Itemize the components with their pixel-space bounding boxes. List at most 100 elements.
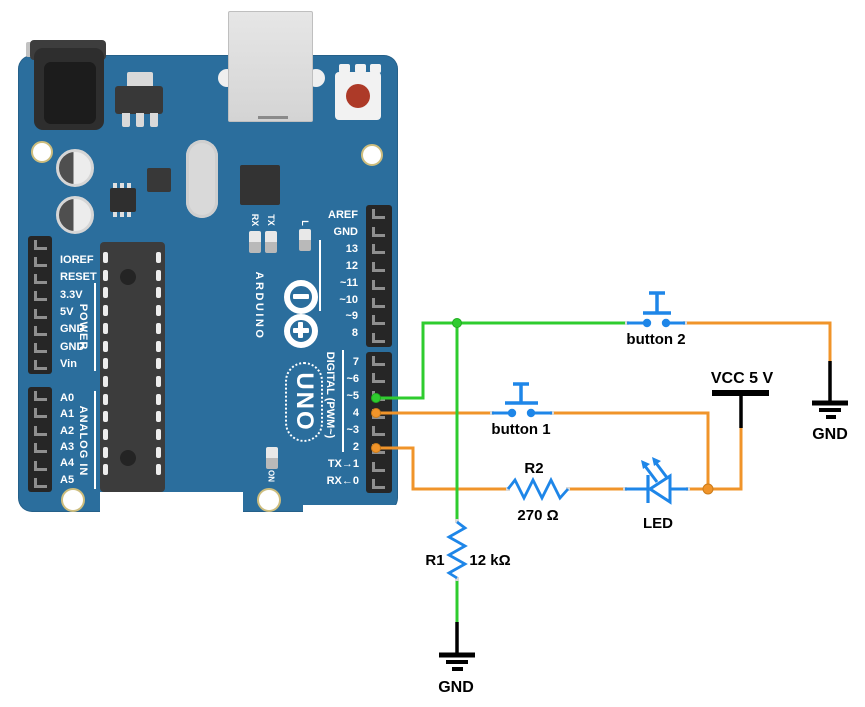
orange-wires[interactable] [376,321,832,491]
header-pin[interactable] [34,274,47,284]
digital-pin-header-top[interactable] [366,205,392,347]
header-pin[interactable] [34,326,47,336]
arduino-uno-board[interactable] [18,55,398,512]
header-pin[interactable] [34,478,47,488]
header-pin[interactable] [34,291,47,301]
ground-symbol-right[interactable] [812,361,848,419]
capacitor [56,196,94,234]
header-pin[interactable] [34,391,47,401]
pin-label-A3: A3 [60,441,75,453]
pin-label-RX←0: RX←0 [326,475,359,487]
r2-name-label: R2 [524,460,544,477]
header-pin[interactable] [372,298,385,308]
wire-button1-led[interactable] [552,411,710,491]
header-pin[interactable] [34,309,47,319]
ic-leg [127,211,131,217]
pin-label-A5: A5 [60,474,75,486]
wire-button2-gnd[interactable] [685,321,832,361]
wire-vcc-junction[interactable] [708,428,743,491]
dip-leg [103,464,108,476]
capacitor [56,149,94,187]
section-divider [94,391,96,489]
wire-pin5-button2[interactable] [376,321,627,400]
green-wires[interactable] [376,321,627,622]
header-pin[interactable] [372,462,385,472]
tx-led [265,231,277,253]
pin-label-~3: ~3 [346,424,359,436]
pin-label-~10: ~10 [339,294,358,306]
dip-leg [103,269,108,281]
pin-label-GND: GND [60,341,85,353]
dip-leg [103,358,108,370]
header-pin[interactable] [372,209,385,219]
gnd-right-label: GND [812,426,848,443]
regulator-leg [136,113,144,127]
pin-label-GND: GND [333,226,358,238]
header-pin[interactable] [372,262,385,272]
header-pin[interactable] [34,360,47,370]
pin-label-~5: ~5 [346,390,359,402]
pin2-dot[interactable] [371,443,381,453]
dip-leg [156,340,161,352]
pin-label-8: 8 [351,327,358,339]
header-pin[interactable] [372,227,385,237]
header-pin[interactable] [372,356,385,366]
header-pin[interactable] [372,426,385,436]
header-pin[interactable] [34,257,47,267]
pushbutton-1[interactable] [492,382,552,418]
dip-leg [156,252,161,263]
header-pin[interactable] [372,244,385,254]
header-pin[interactable] [34,426,47,436]
pin-label-7: 7 [352,356,359,368]
logo-minus [293,294,309,299]
header-pin[interactable] [34,240,47,250]
board-bottom-notch [100,492,243,518]
resistor-r2[interactable] [506,476,570,502]
header-pin[interactable] [34,443,47,453]
section-divider [94,283,96,371]
resistor-r1[interactable] [446,520,468,580]
pin-label-~11: ~11 [339,277,358,289]
pin4-dot[interactable] [371,408,381,418]
header-pin[interactable] [372,479,385,489]
pin-label-~6: ~6 [346,373,359,385]
pin-label-13: 13 [345,243,358,255]
header-pin[interactable] [372,315,385,325]
ic-leg [120,183,124,189]
pin5-dot[interactable] [371,393,381,403]
header-pin[interactable] [372,333,385,343]
header-pin[interactable] [34,343,47,353]
dip-leg [156,358,161,370]
led-arrowhead [641,460,650,469]
regulator-leg [122,113,130,127]
wire-pin2-r2[interactable] [376,446,508,491]
barrel-jack-opening [44,62,96,124]
reset-button-cap[interactable] [346,84,370,108]
ground-symbol-bottom[interactable] [439,622,475,671]
led-symbol[interactable] [625,457,688,505]
analog-pin-header[interactable] [28,387,52,492]
mounting-hole [361,144,383,166]
led-arrowhead [652,457,661,466]
pin-label-2: 2 [352,441,359,453]
header-pin[interactable] [34,408,47,418]
header-pin[interactable] [372,373,385,383]
button1-label: button 1 [491,421,551,438]
pin-label-RESET: RESET [60,271,97,283]
pushbutton-2[interactable] [627,291,685,328]
vcc-symbol[interactable] [712,390,769,428]
orange-junction-dot[interactable] [702,483,714,495]
terminal-markers [455,321,690,581]
ic-leg [127,183,131,189]
button2-label: button 2 [626,331,686,348]
header-pin[interactable] [372,280,385,290]
dip-marker-dot [120,450,136,466]
r2-value-label: 270 Ω [517,507,559,524]
header-pin[interactable] [34,461,47,471]
green-junction-dot[interactable] [452,318,462,328]
dip-leg [156,269,161,281]
voltage-regulator-tab [127,72,153,88]
power-pin-header[interactable] [28,236,52,374]
ic-leg [113,183,117,189]
